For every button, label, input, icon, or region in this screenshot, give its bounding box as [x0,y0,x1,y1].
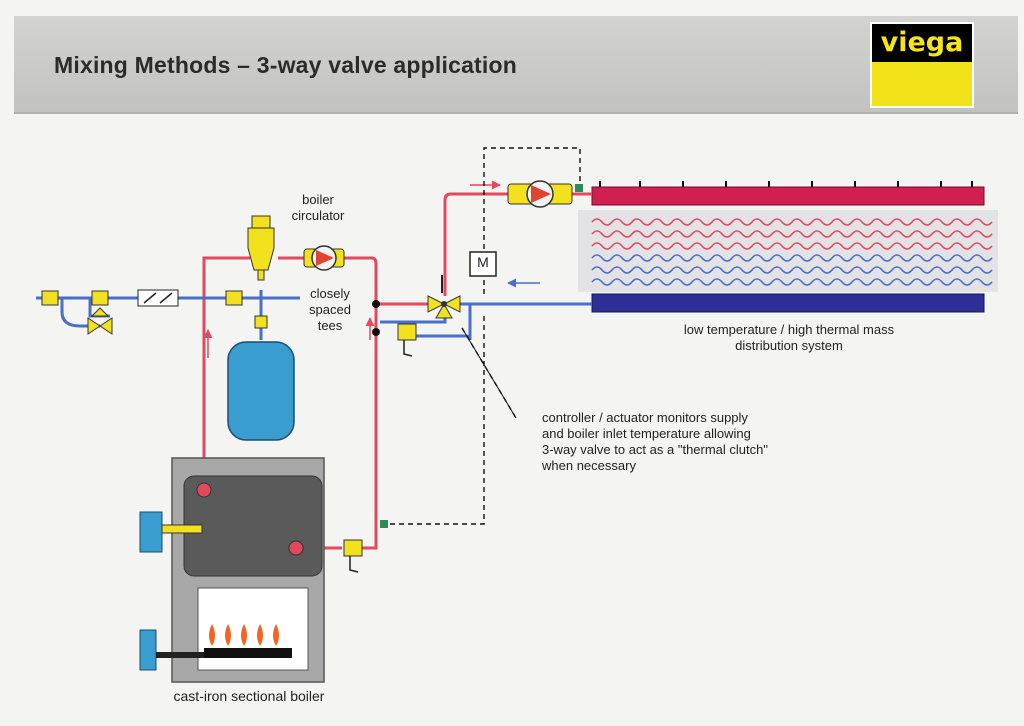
boiler-circulator-label: boiler circulator [278,192,358,224]
tubing-loop [591,242,993,250]
air-separator-icon [247,215,275,281]
page-title: Mixing Methods – 3-way valve application [54,52,518,78]
tee-return-dot [372,328,380,336]
tubing-loop [591,230,993,238]
closely-spaced-tees-label: closely spaced tees [296,286,364,334]
label-line: controller / actuator monitors supply [542,410,748,425]
logo-yellow-block [872,62,972,106]
feed-valves-icon [41,289,243,335]
radiant-panel [578,210,998,292]
tubing-loop [591,266,993,274]
three-way-valve-icon [427,275,461,319]
distribution-label: low temperature / high thermal mass dist… [634,322,944,354]
controller-label: controller / actuator monitors supply an… [542,410,842,474]
tubing-loop [591,218,993,226]
tubing-loop [591,254,993,262]
tubing-loop [591,278,993,286]
actuator-box [469,251,497,277]
purge-valves-icon [343,323,417,573]
actuator-label: M [477,254,489,270]
injection-pump-icon [507,180,573,208]
label-line: and boiler inlet temperature allowing [542,426,751,441]
burner-flame-icon [209,624,279,646]
label-line: tees [317,318,343,333]
cast-iron-boiler [139,457,325,683]
supply-sensor [575,184,583,192]
logo-text: viega [880,27,964,58]
boiler-label: cast-iron sectional boiler [173,688,325,704]
boiler-circulator-pump-icon [303,245,345,271]
supply-manifold-ports [599,181,973,187]
supply-manifold [591,186,985,206]
tee-supply-dot [372,300,380,308]
header-bar [14,16,1018,114]
label-line: boiler [302,192,334,207]
return-manifold [591,293,985,313]
radiant-tubing [591,218,993,286]
label-line: distribution system [735,338,843,353]
label-line: closely [310,286,350,301]
boiler-inlet-sensor [380,520,388,528]
label-line: spaced [309,302,351,317]
label-line: circulator [291,208,345,223]
label-line: when necessary [542,458,636,473]
expansion-tank-icon [227,290,295,441]
controller-leader-line [461,327,517,419]
control-wiring [386,147,581,525]
label-line: 3-way valve to act as a "thermal clutch" [542,442,768,457]
viega-logo: viega [870,22,974,108]
label-line: low temperature / high thermal mass [683,322,895,337]
